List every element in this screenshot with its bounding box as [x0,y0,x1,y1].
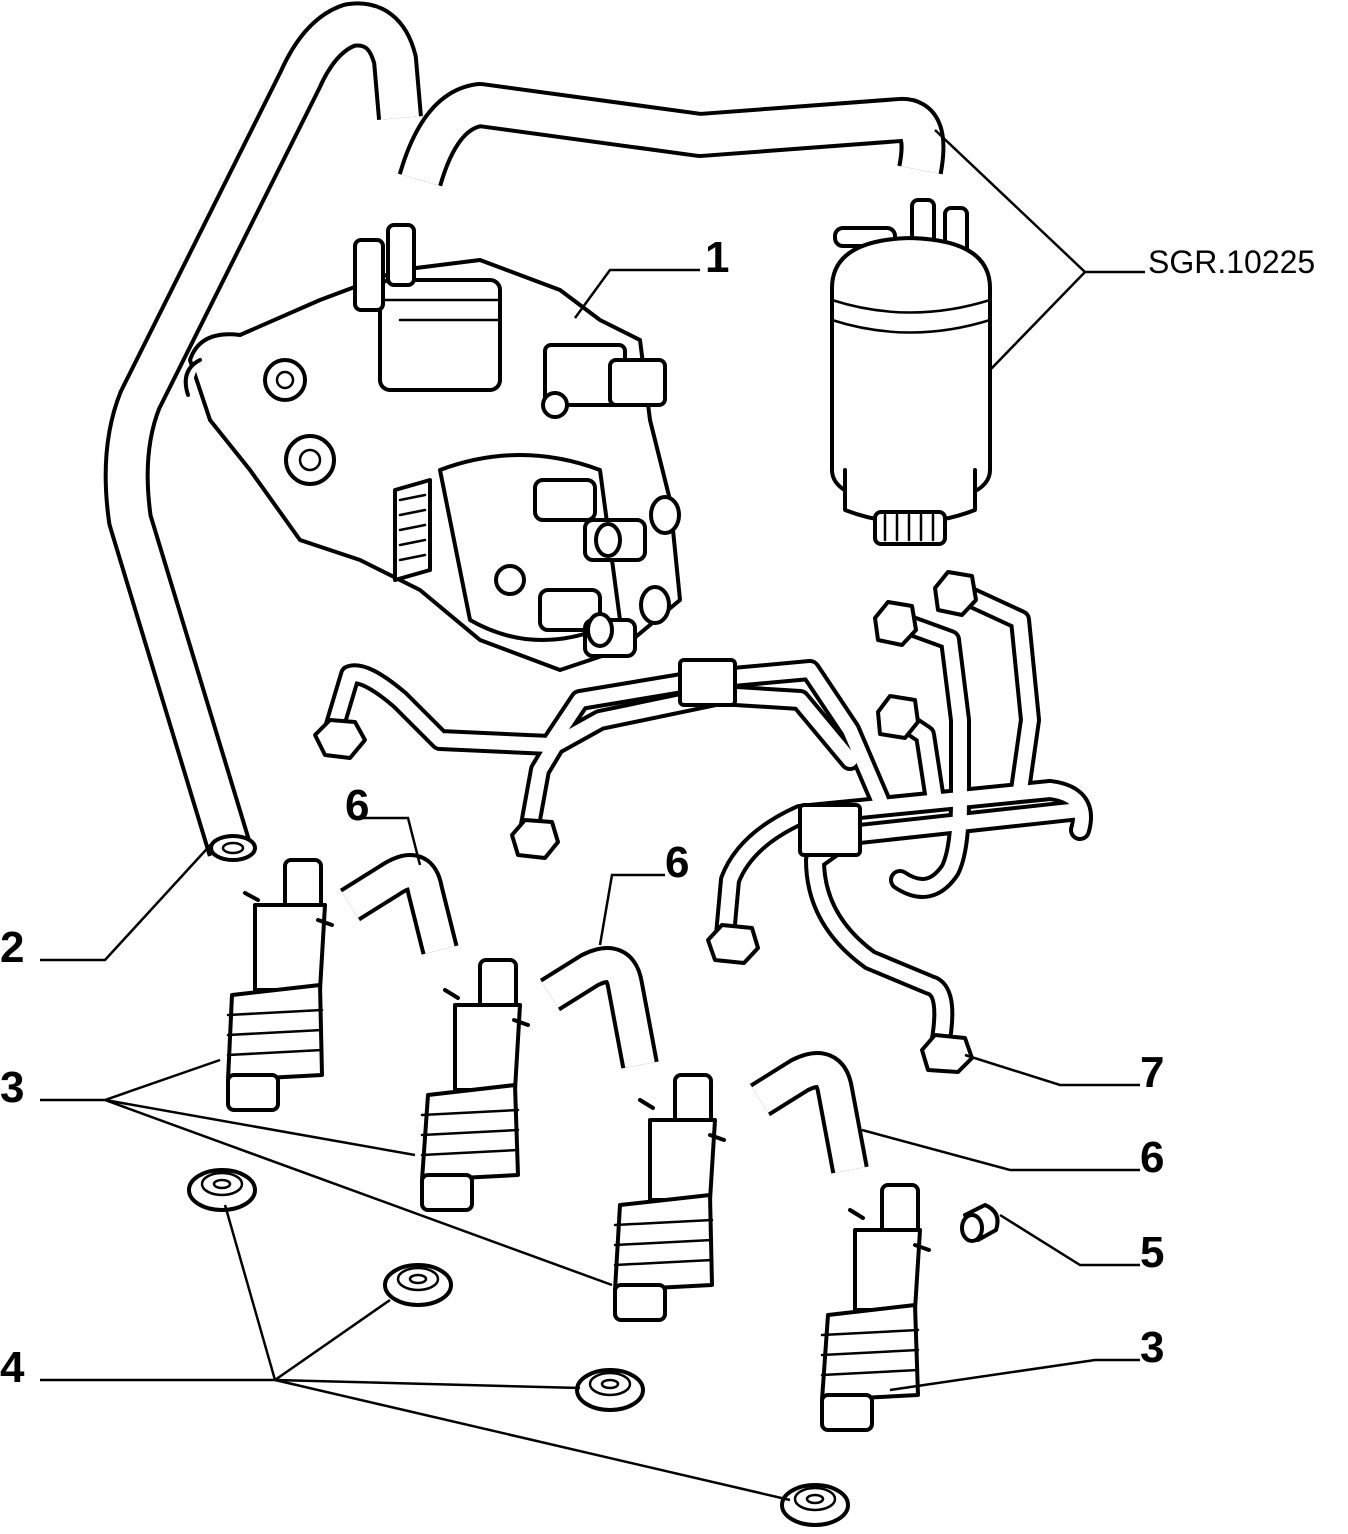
callout-6-middle: 6 [665,838,689,887]
fuel-filter [830,198,992,546]
return-hose [397,82,946,187]
leak-off-hoses [339,853,869,1174]
injectors [226,858,931,1432]
callout-7: 7 [1140,1048,1164,1097]
callout-1: 1 [705,233,729,282]
injection-pump [183,223,682,672]
callout-4: 4 [0,1343,25,1392]
callout-5: 5 [1140,1228,1164,1277]
injector-2 [420,958,530,1212]
injector-1 [226,858,334,1112]
cap [960,1203,1000,1243]
reference-code: SGR.10225 [1148,244,1315,280]
callout-3-left: 3 [0,1063,24,1112]
injector-4 [820,1183,931,1432]
callout-2: 2 [0,923,24,972]
injector-3 [613,1073,726,1322]
callout-6-left: 6 [345,781,369,830]
sealing-washers [187,1168,850,1527]
high-pressure-pipes [313,570,1093,1074]
leader-lines [40,129,1145,1502]
callout-3-right: 3 [1140,1323,1164,1372]
callout-6-right: 6 [1140,1133,1164,1182]
long-fuel-hose [103,1,423,862]
